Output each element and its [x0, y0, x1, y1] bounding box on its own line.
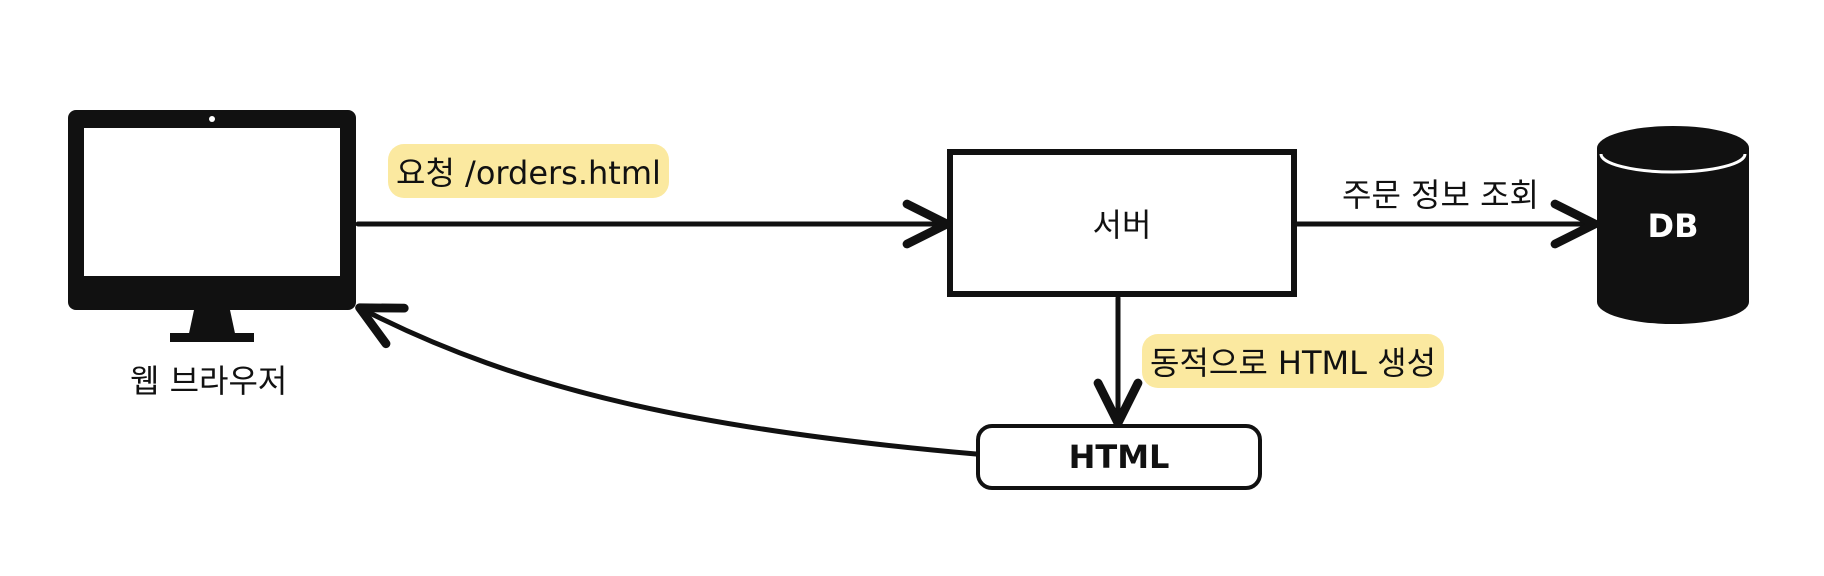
server-label: 서버 [1092, 206, 1152, 244]
request-label: 요청 /orders.html [388, 144, 669, 198]
database-label: DB [1647, 207, 1699, 245]
database-cylinder-icon [1597, 126, 1749, 324]
generate-label: 동적으로 HTML 생성 [1142, 334, 1445, 388]
browser-label: 웹 브라우저 [130, 362, 288, 400]
html-box-label: HTML [1068, 438, 1170, 476]
query-label: 주문 정보 조회 [1342, 176, 1539, 214]
response-arrow [355, 303, 979, 457]
monitor-icon [68, 110, 356, 342]
